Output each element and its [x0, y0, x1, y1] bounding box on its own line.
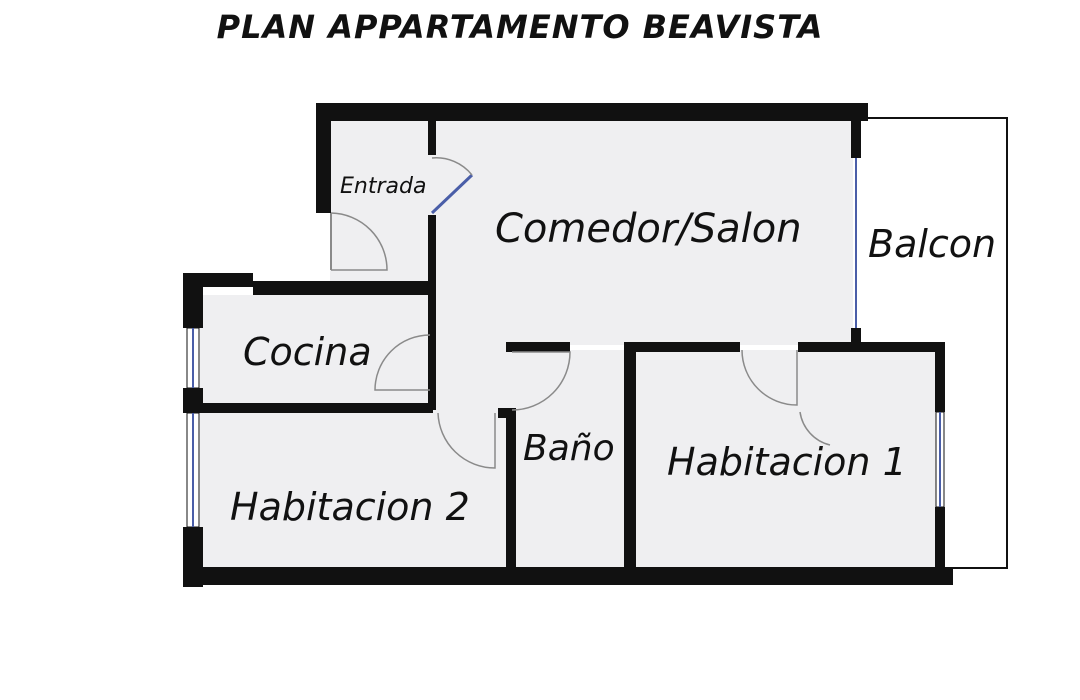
plan-title: PLAN APPARTAMENTO BEAVISTA	[217, 8, 824, 46]
wall	[851, 103, 861, 158]
door-swing-bano	[511, 351, 571, 411]
floors	[200, 120, 940, 570]
room-label-habitacion-2: Habitacion 2	[230, 485, 470, 529]
wall	[183, 567, 953, 585]
room-label-comedor-salon: Comedor/Salon	[495, 206, 802, 252]
wall	[316, 103, 331, 213]
floor-entrada	[330, 120, 430, 285]
floor-habitacion-2	[200, 410, 510, 570]
wall	[625, 342, 740, 352]
wall	[935, 342, 945, 412]
door-swing-main	[330, 212, 388, 271]
door-swing-habitacion-1	[741, 349, 798, 406]
room-label-entrada: Entrada	[340, 174, 426, 199]
wall	[253, 281, 433, 295]
floor-hallway	[430, 345, 510, 415]
wall	[200, 403, 433, 413]
floor-comedor-salon	[430, 120, 855, 345]
balcony-railing	[862, 117, 1008, 569]
wall	[316, 103, 868, 121]
wall	[935, 507, 945, 585]
door-swing-habitacion-2	[437, 412, 496, 469]
door-swing-cocina	[374, 334, 431, 391]
room-labels: Entrada Comedor/Salon Balcon Cocina Baño…	[230, 174, 996, 529]
wall	[183, 388, 203, 413]
wall	[428, 103, 436, 155]
door-swing-entrada	[431, 157, 473, 176]
wall	[506, 342, 570, 352]
room-label-cocina: Cocina	[243, 330, 372, 374]
door-swing-habitacion-1-b	[799, 411, 831, 446]
wall	[506, 408, 516, 578]
wall	[183, 273, 203, 328]
floor-bano	[510, 350, 630, 570]
wall	[798, 342, 945, 352]
walls	[183, 103, 953, 587]
wall	[624, 342, 636, 578]
doors	[330, 157, 831, 469]
door-leaf-entrada	[430, 173, 474, 215]
room-label-habitacion-1: Habitacion 1	[667, 440, 907, 484]
wall	[851, 328, 861, 350]
room-label-bano: Baño	[523, 428, 615, 469]
wall	[428, 215, 436, 410]
room-label-balcon: Balcon	[868, 222, 996, 266]
windows	[186, 158, 945, 528]
floor-habitacion-1	[630, 350, 940, 570]
